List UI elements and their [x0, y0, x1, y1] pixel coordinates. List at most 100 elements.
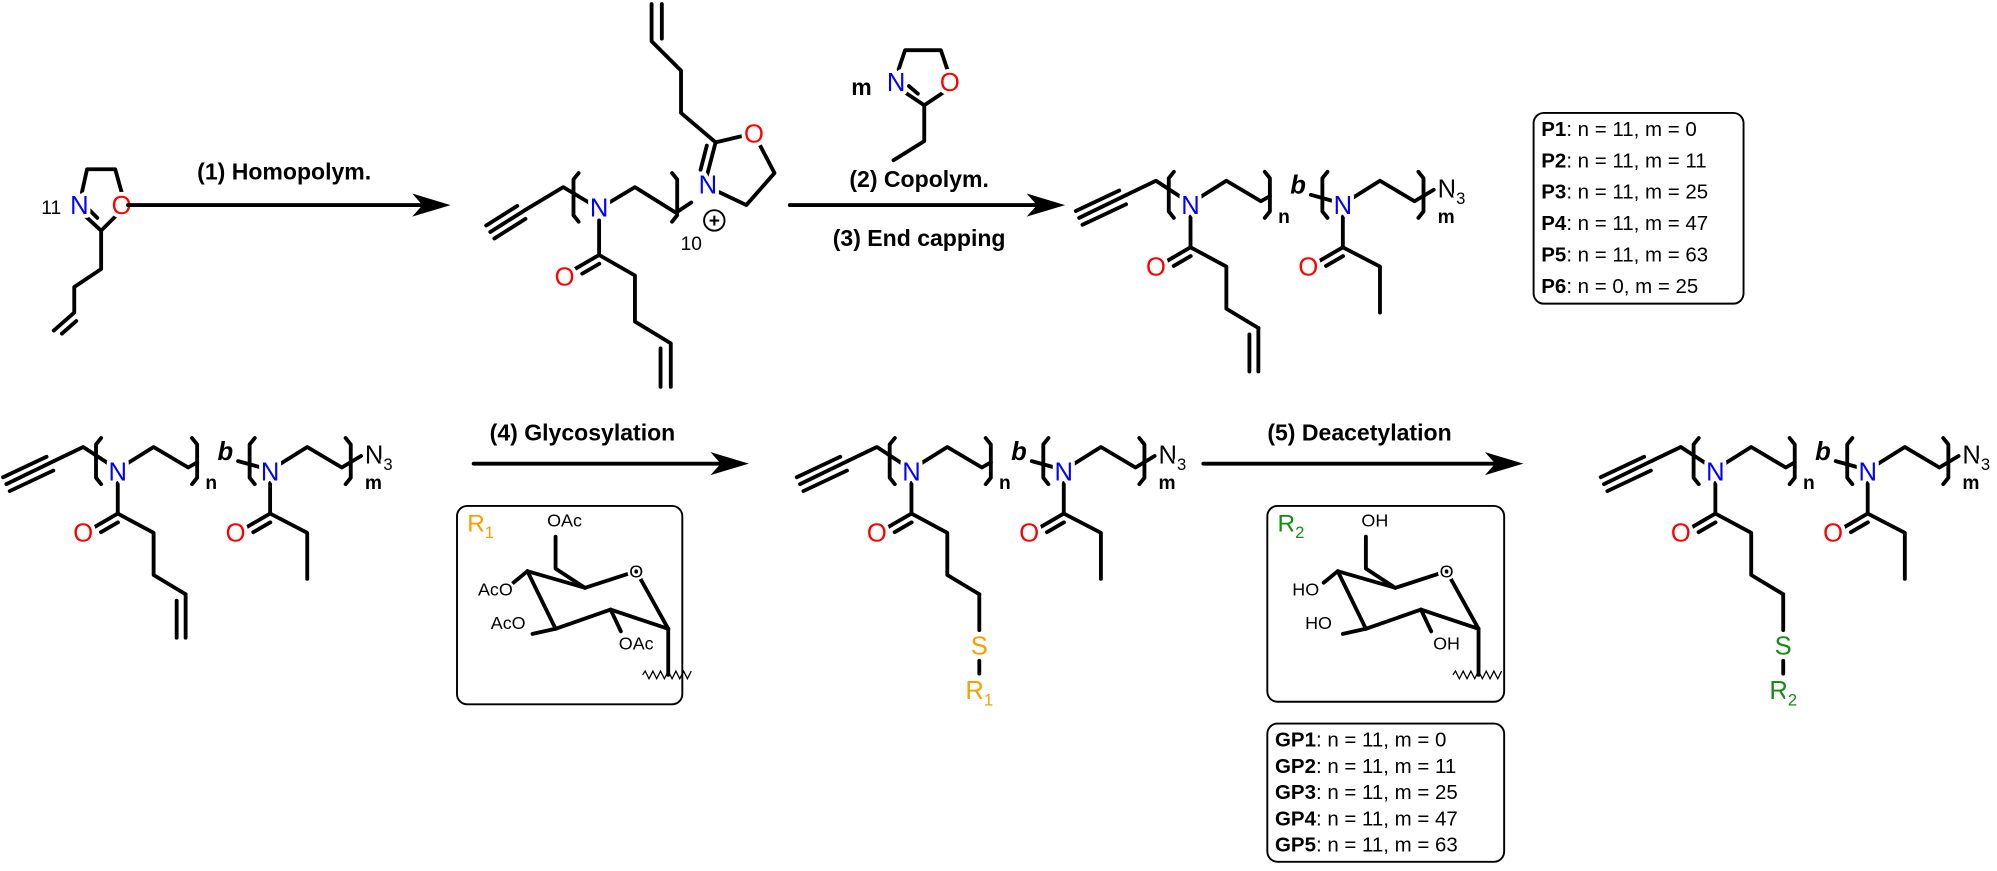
propargyl-bond	[1649, 445, 1713, 469]
triple-bond	[1, 454, 49, 480]
triple-bond	[1605, 468, 1653, 493]
composition: : n = 11, m = 25	[1316, 781, 1458, 804]
wavy-attachment	[1452, 669, 1503, 681]
ethyl-bond	[1865, 511, 1907, 581]
nitrogen-atom: N	[1334, 192, 1352, 220]
triple-bond	[1073, 188, 1122, 213]
repeat-bracket	[247, 436, 257, 487]
oxygen-atom: O	[226, 520, 246, 548]
double-bond-line	[1045, 520, 1066, 535]
double-bond-line	[1696, 520, 1718, 535]
composition-table-GP-row: GP4: n = 11, m = 47	[1275, 807, 1458, 830]
repeat-bracket	[343, 436, 353, 487]
azide-subscript: 3	[1177, 455, 1186, 474]
carbonyl-bond	[1316, 245, 1345, 264]
oxygen-atom: O	[555, 264, 575, 292]
backbone-bond	[607, 185, 694, 215]
positive-charge-circle	[703, 209, 726, 232]
r-subscript: 1	[485, 523, 494, 542]
composition: : n = 11, m = 0	[1566, 118, 1696, 141]
block-label: b	[1290, 172, 1306, 200]
repeat-bracket	[190, 436, 200, 487]
double-bond-line	[892, 520, 914, 535]
triple-bond	[1598, 454, 1647, 480]
repeat-bracket	[1787, 436, 1797, 487]
repeat-m-label: m	[1962, 473, 1979, 494]
bond	[525, 569, 558, 631]
imine-double-bond	[87, 208, 100, 220]
sugar-r-label: R1	[467, 511, 494, 542]
triple-bond	[7, 468, 56, 493]
repeat-m-label: m	[1438, 207, 1455, 228]
bond	[1321, 569, 1340, 585]
r-letter: R	[1769, 677, 1787, 705]
substituent-4: HO	[1292, 580, 1319, 600]
composition: : n = 11, m = 63	[1566, 243, 1708, 266]
composition: : n = 11, m = 11	[1316, 755, 1456, 778]
composition-table-P-row: P3: n = 11, m = 25	[1541, 181, 1708, 204]
backbone-bond	[1718, 445, 1797, 470]
composition-table-GP-row: GP1: n = 11, m = 0	[1275, 729, 1446, 752]
carbonyl-bond	[1689, 511, 1718, 530]
step-5-label: (5) Deacetylation	[1267, 420, 1451, 446]
azide-label: N3	[1962, 442, 1990, 474]
repeat-bracket	[887, 436, 897, 487]
repeat-m-label: m	[1159, 473, 1176, 494]
triple-bond	[801, 468, 849, 493]
composition-table-GP-row: GP2: n = 11, m = 11	[1275, 755, 1456, 778]
ethyl-bond	[1340, 245, 1382, 315]
bond	[1340, 626, 1368, 636]
composition-table-P-row: P4: n = 11, m = 47	[1541, 212, 1708, 235]
sugar-r-label: R2	[1278, 511, 1305, 542]
bond	[608, 607, 623, 634]
repeat-bracket	[94, 436, 104, 487]
polymer-code: P1	[1541, 118, 1566, 141]
bond	[530, 626, 558, 636]
carbonyl-bond	[243, 511, 273, 530]
oxygen-atom: O	[1298, 253, 1318, 281]
bond	[583, 569, 639, 590]
block-label: b	[1815, 438, 1831, 466]
step-4-label: (4) Glycosylation	[490, 420, 676, 446]
polymer-code: P5	[1541, 243, 1566, 266]
repeat-bracket	[670, 171, 680, 224]
carbonyl-bond	[572, 253, 602, 272]
polymer-code: P6	[1541, 275, 1566, 298]
repeat-n-label: n	[1803, 473, 1815, 494]
oxygen-atom: O	[1146, 253, 1166, 281]
backbone-bond	[1872, 445, 1961, 470]
wedge-bond	[1419, 607, 1481, 631]
bond	[1335, 569, 1398, 590]
composition: : n = 11, m = 47	[1316, 807, 1458, 830]
double-bond-line	[1848, 520, 1870, 535]
triple-bond	[492, 216, 528, 241]
double-bond-line	[1171, 254, 1193, 268]
double-bond-line	[1324, 254, 1345, 268]
arrow-step-4-head	[710, 452, 749, 476]
arrow-step-2-3-head	[1026, 193, 1066, 217]
nitrogen-atom: N	[261, 458, 279, 486]
nitrogen-atom: N	[70, 192, 88, 220]
ring-oxygen: O	[629, 562, 643, 582]
ring-bond	[903, 90, 927, 108]
composition-table-GP-box	[1266, 722, 1506, 863]
repeat-n-label: n	[1278, 207, 1290, 228]
composition: : n = 11, m = 11	[1566, 149, 1706, 172]
azide-label: N3	[1159, 442, 1187, 474]
repeat-n-label: n	[205, 473, 217, 494]
repeat-bracket	[983, 436, 993, 487]
bond	[634, 569, 671, 631]
substituent-4: AcO	[478, 580, 513, 600]
side-chain-bond	[1188, 245, 1261, 330]
triple-bond	[798, 459, 850, 487]
carbonyl-bond	[1841, 511, 1870, 530]
ring-bond	[99, 213, 119, 233]
nitrogen-atom: N	[1181, 192, 1199, 220]
oxygen-atom: O	[73, 520, 93, 548]
polymer-code: GP1	[1275, 729, 1316, 752]
